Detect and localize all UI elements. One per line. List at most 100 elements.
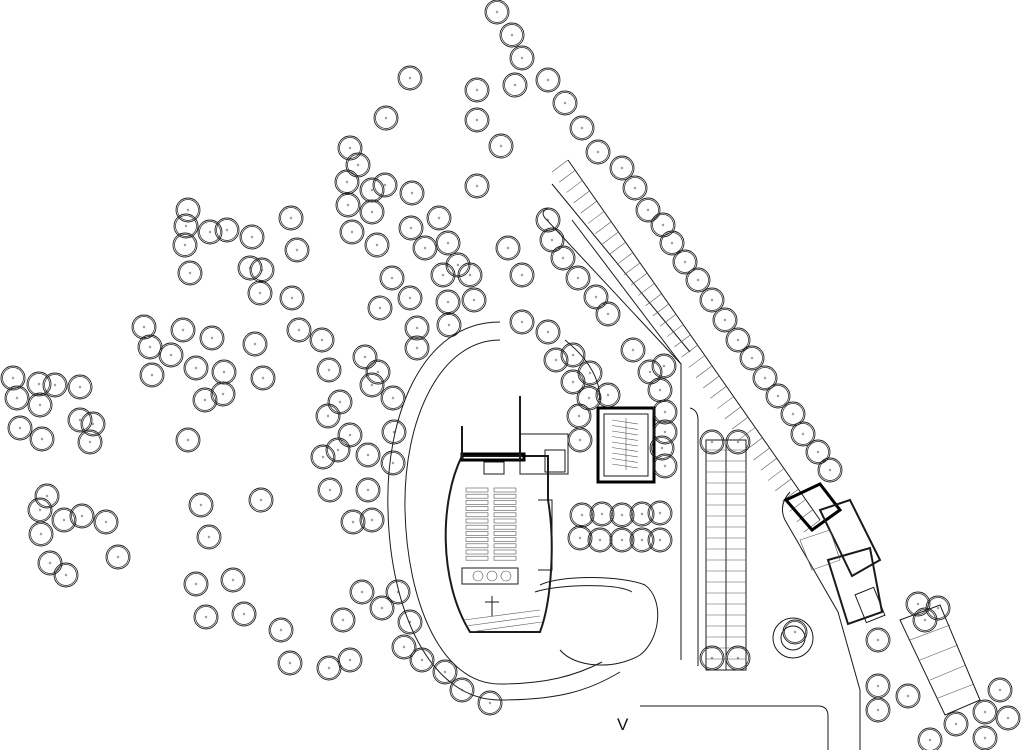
tree (650, 212, 676, 238)
tree (609, 155, 635, 181)
tree (461, 287, 487, 313)
tree (449, 677, 475, 703)
tree (652, 399, 678, 425)
tree (239, 224, 265, 250)
tree (279, 285, 305, 311)
tree (569, 115, 595, 141)
tree (69, 503, 95, 529)
tree (188, 492, 214, 518)
tree (635, 197, 661, 223)
tree (4, 385, 30, 411)
tower-building (596, 406, 656, 484)
tree (247, 280, 273, 306)
tree (917, 727, 943, 750)
tree (699, 287, 725, 313)
tree (327, 389, 353, 415)
tree (865, 673, 891, 699)
tree (566, 403, 592, 429)
tree (340, 509, 366, 535)
tree (567, 427, 593, 453)
tree (379, 265, 405, 291)
tree (172, 232, 198, 258)
tree (550, 245, 576, 271)
tree (782, 619, 808, 645)
tree (583, 284, 609, 310)
tree (725, 429, 751, 455)
tree (652, 453, 678, 479)
tree (286, 317, 312, 343)
church-building (444, 396, 569, 633)
tree (972, 725, 998, 750)
tree (349, 579, 375, 605)
tree (430, 262, 456, 288)
tree (175, 197, 201, 223)
tree (435, 230, 461, 256)
tree (647, 377, 673, 403)
tree (699, 429, 725, 455)
tree (780, 401, 806, 427)
tree (495, 235, 521, 261)
tree (373, 105, 399, 131)
tree (316, 357, 342, 383)
tree (397, 609, 423, 635)
tree (488, 133, 514, 159)
tree (672, 249, 698, 275)
tree (197, 219, 223, 245)
tree (595, 382, 621, 408)
tree (699, 645, 725, 671)
tree (337, 422, 363, 448)
tree (609, 502, 635, 528)
tree (409, 647, 435, 673)
access-road (542, 207, 861, 750)
tree (397, 65, 423, 91)
tree (381, 419, 407, 445)
tree (231, 601, 257, 627)
tree (177, 260, 203, 286)
tree (404, 335, 430, 361)
tree (477, 690, 503, 716)
parking-row (705, 439, 747, 671)
tree (34, 483, 60, 509)
roundabout (772, 617, 814, 659)
tree (80, 411, 106, 437)
tree (380, 450, 406, 476)
tree (27, 392, 53, 418)
tree (67, 374, 93, 400)
tree (385, 579, 411, 605)
tree (53, 562, 79, 588)
tree (637, 359, 663, 385)
tree (29, 426, 55, 452)
tree (567, 525, 593, 551)
tree (712, 307, 738, 333)
tree (310, 444, 336, 470)
tree (334, 169, 360, 195)
tree (359, 199, 385, 225)
tree (359, 372, 385, 398)
tree (315, 403, 341, 429)
tree (585, 139, 611, 165)
tree (620, 337, 646, 363)
tree (435, 289, 461, 315)
tree (192, 387, 218, 413)
tree (249, 257, 275, 283)
tree (987, 677, 1013, 703)
tree (805, 439, 831, 465)
tree (183, 571, 209, 597)
tree (725, 645, 751, 671)
tree (277, 650, 303, 676)
site-marker-label: V (617, 715, 629, 734)
tree (651, 353, 677, 379)
tree (765, 383, 791, 409)
tree (27, 497, 53, 523)
tree (535, 319, 561, 345)
tree (752, 365, 778, 391)
tree (622, 175, 648, 201)
tree (595, 301, 621, 327)
tree (569, 502, 595, 528)
parking-strip (551, 159, 821, 533)
tree (629, 501, 655, 527)
tree (196, 524, 222, 550)
tree (817, 457, 843, 483)
tree (499, 22, 525, 48)
